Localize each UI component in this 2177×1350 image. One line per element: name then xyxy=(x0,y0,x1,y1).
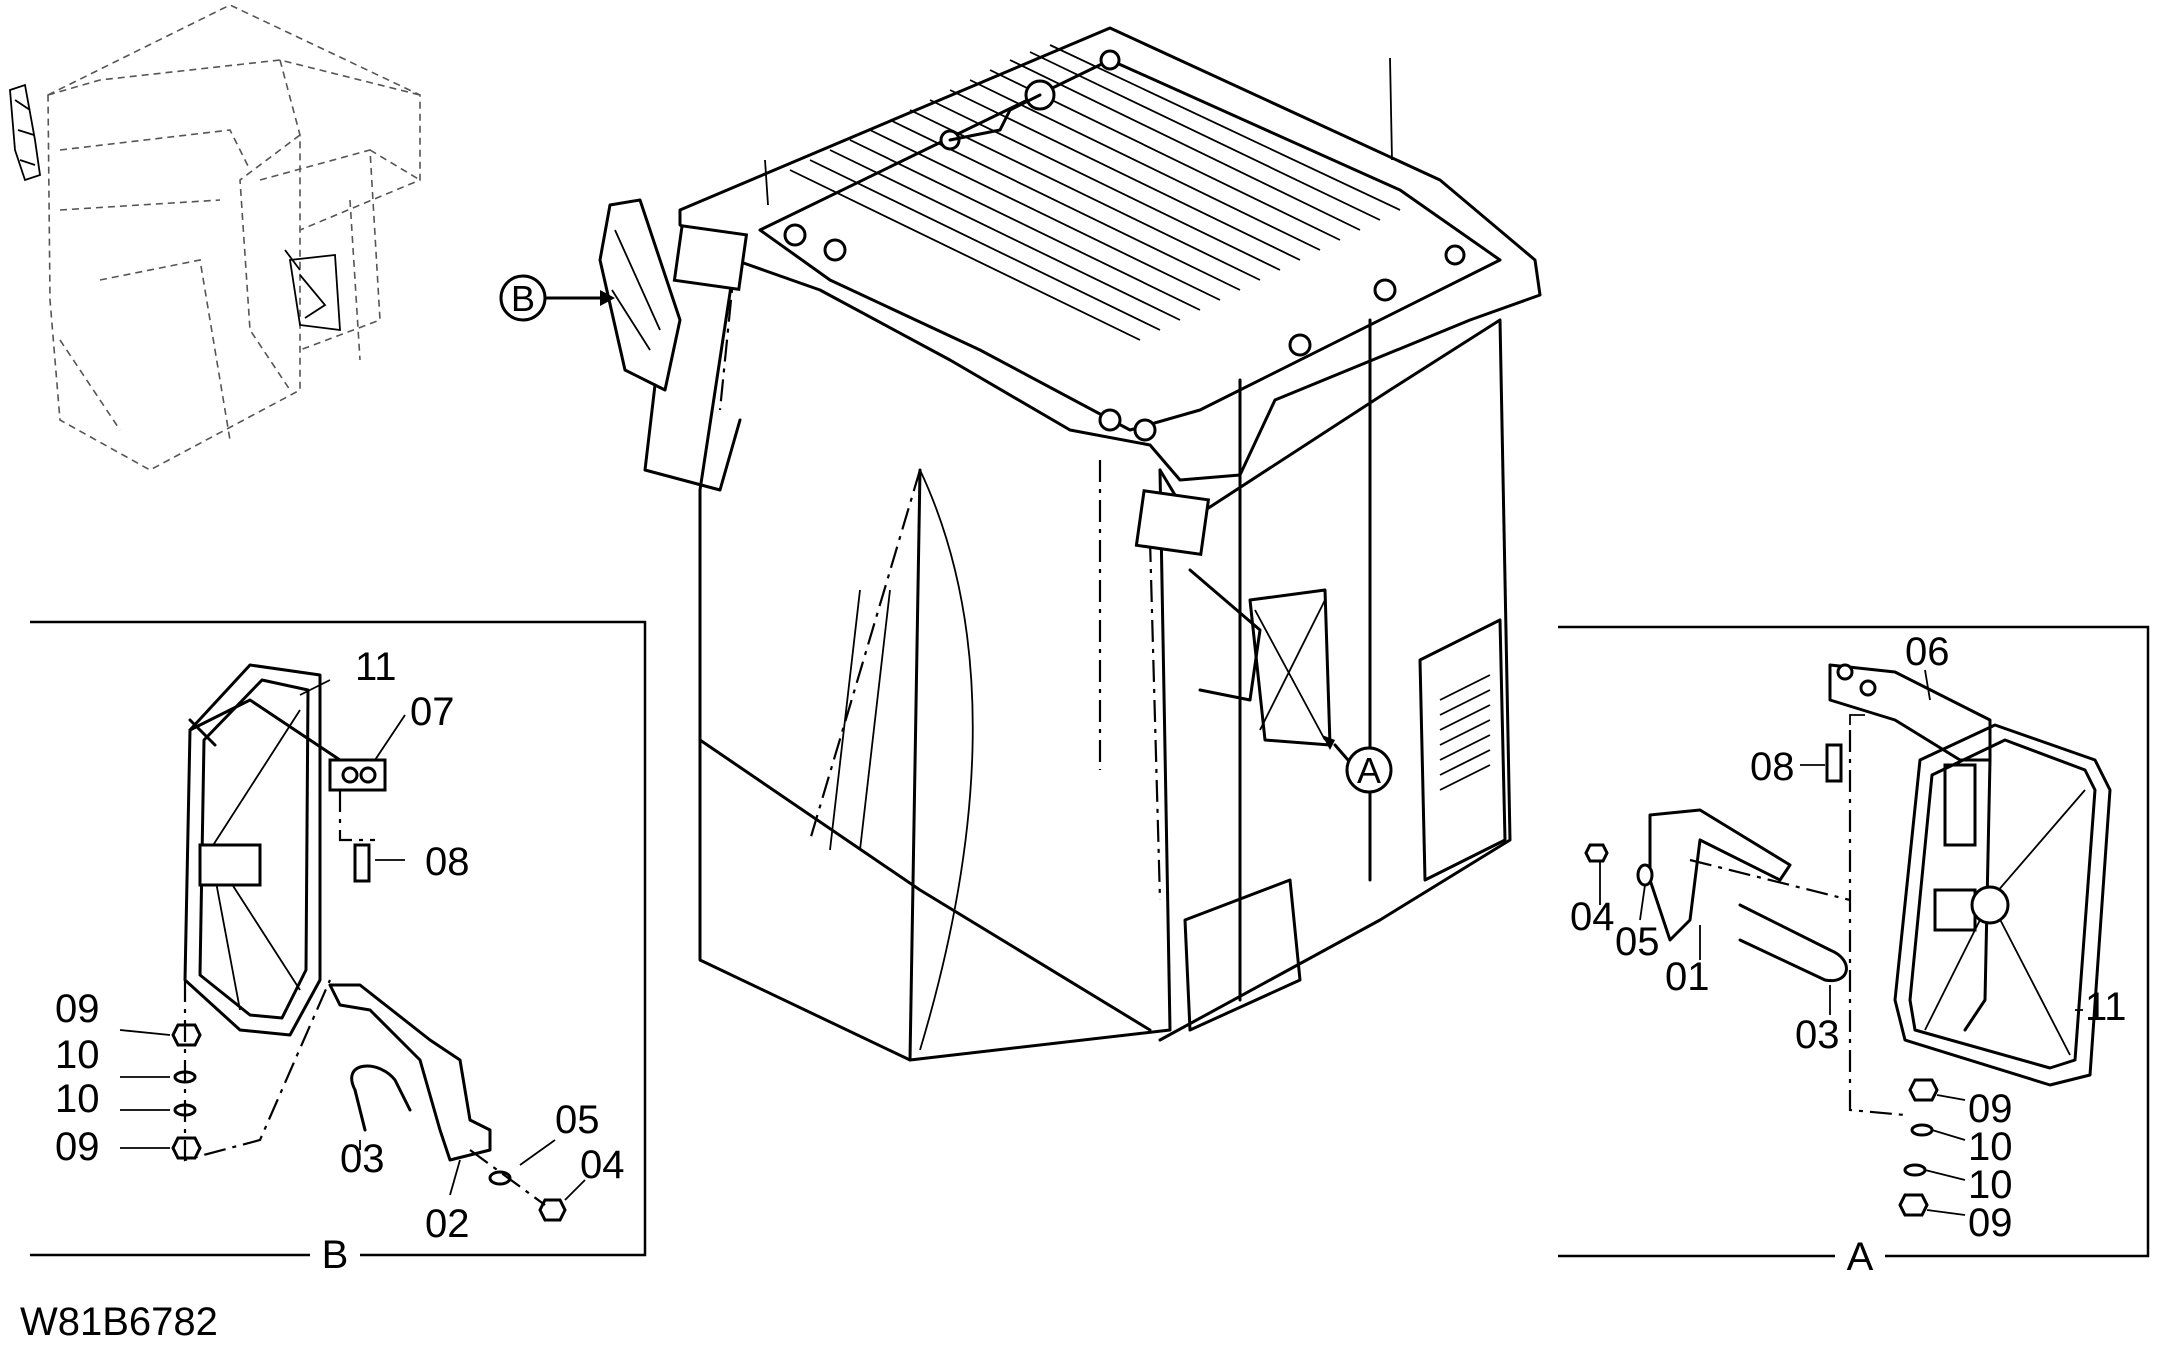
label-a-09b: 09 xyxy=(1968,1201,2013,1245)
label-a-10b: 10 xyxy=(1968,1163,2013,1207)
label-b-09b: 09 xyxy=(55,1125,100,1169)
label-b-03: 03 xyxy=(340,1137,385,1181)
label-a-01: 01 xyxy=(1665,955,1710,999)
callout-b: B xyxy=(499,274,615,322)
callout-a: A xyxy=(1322,735,1393,794)
main-mirror-b xyxy=(598,198,742,492)
overview-thumbnail xyxy=(9,4,421,471)
detail-panel-b: B xyxy=(30,620,647,1277)
label-b-09a: 09 xyxy=(55,987,100,1031)
callout-a-letter: A xyxy=(1357,750,1381,791)
label-b-10b: 10 xyxy=(55,1077,100,1121)
label-b-08: 08 xyxy=(425,840,470,884)
main-mirror-a xyxy=(1188,568,1332,747)
panel-b-title: B xyxy=(322,1233,349,1277)
label-a-08: 08 xyxy=(1750,745,1795,789)
grille xyxy=(1439,674,1491,791)
panel-b-hardware xyxy=(171,1023,202,1160)
callout-b-letter: B xyxy=(511,278,535,319)
label-b-05: 05 xyxy=(555,1098,600,1142)
main-cab-drawing: B A xyxy=(499,26,1542,1062)
label-b-02: 02 xyxy=(425,1202,470,1246)
label-a-04: 04 xyxy=(1570,895,1615,939)
panel-a-labels: 06 08 04 05 01 03 11 09 10 10 09 xyxy=(1570,630,2127,1245)
roof-ribs xyxy=(789,44,1401,341)
label-a-11: 11 xyxy=(2085,985,2127,1029)
panel-b-labels: 11 07 08 09 10 10 09 05 04 03 02 xyxy=(55,645,625,1246)
roof-bolts xyxy=(783,49,1466,442)
label-a-09a: 09 xyxy=(1968,1087,2013,1131)
panel-a-mirror xyxy=(1828,663,2112,1087)
overview-mirror-left xyxy=(9,83,41,182)
label-b-07: 07 xyxy=(410,690,455,734)
panel-b-mirror xyxy=(183,663,387,1037)
label-b-04: 04 xyxy=(580,1143,625,1187)
panel-a-hardware xyxy=(1898,1078,1939,1217)
label-a-10a: 10 xyxy=(1968,1125,2013,1169)
label-a-05: 05 xyxy=(1615,920,1660,964)
detail-panel-a: A xyxy=(1558,625,2150,1279)
label-a-03: 03 xyxy=(1795,1013,1840,1057)
label-a-06: 06 xyxy=(1905,630,1950,674)
label-b-11: 11 xyxy=(355,645,397,689)
drawing-id: W81B6782 xyxy=(20,1300,218,1344)
overview-mirror-right xyxy=(284,249,341,332)
panel-a-title: A xyxy=(1847,1235,1874,1279)
label-b-10a: 10 xyxy=(55,1033,100,1077)
